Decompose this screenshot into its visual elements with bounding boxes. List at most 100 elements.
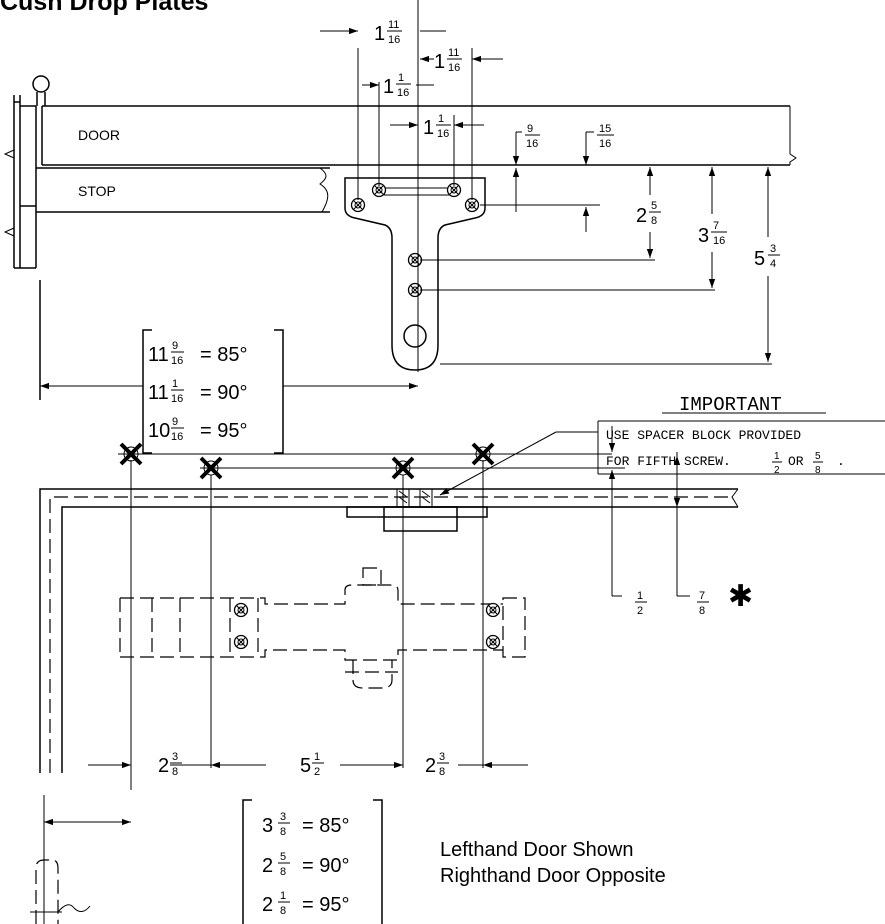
top-dimensions: 1 11 16 1 11 16 1 1 16 1 1 16 — [320, 19, 780, 362]
asterisk-icon: ✱ — [728, 580, 753, 613]
svg-text:1: 1 — [637, 590, 643, 602]
svg-text:2: 2 — [425, 755, 436, 777]
svg-text:= 90°: = 90° — [302, 855, 349, 877]
dim-2-3-8-left: 2 3 8 — [158, 751, 182, 778]
spacer-block — [346, 488, 488, 532]
svg-text:3: 3 — [262, 815, 273, 837]
svg-text:16: 16 — [397, 87, 409, 99]
svg-text:16: 16 — [599, 138, 611, 150]
svg-text:1: 1 — [374, 23, 385, 45]
svg-text:11: 11 — [448, 47, 459, 59]
svg-text:3: 3 — [280, 811, 286, 823]
hand-notes: Lefthand Door Shown Righthand Door Oppos… — [440, 837, 666, 889]
angle-table-top: 11 9 16 = 85° 11 1 16 = 90° 10 9 16 = 95… — [40, 329, 418, 454]
svg-text:1: 1 — [314, 751, 320, 763]
dim-5-3-4: 5 3 4 — [754, 243, 780, 270]
screw-icon — [485, 634, 501, 650]
svg-text:1: 1 — [398, 72, 404, 84]
svg-text:7: 7 — [699, 590, 705, 602]
svg-text:2: 2 — [774, 465, 780, 476]
top-view: DOOR STOP — [3, 0, 797, 454]
screw-icon — [407, 282, 423, 298]
screw-icon — [485, 602, 501, 618]
svg-text:1: 1 — [172, 378, 178, 390]
dim-7-8: 7 8 — [697, 590, 709, 617]
svg-text:8: 8 — [280, 866, 286, 878]
svg-text:16: 16 — [437, 128, 449, 140]
svg-text:8: 8 — [815, 465, 821, 476]
dim-1-11-16-a: 1 11 16 — [374, 19, 402, 46]
svg-text:15: 15 — [599, 123, 611, 135]
frame-header — [39, 488, 739, 773]
svg-text:3: 3 — [172, 751, 178, 763]
svg-text:= 85°: = 85° — [200, 344, 247, 366]
svg-text:16: 16 — [526, 138, 538, 150]
svg-text:16: 16 — [448, 62, 460, 74]
door-closer-body — [119, 567, 526, 689]
svg-text:16: 16 — [171, 393, 183, 405]
svg-text:8: 8 — [280, 826, 286, 838]
hinge-icon — [30, 859, 91, 924]
svg-text:2: 2 — [637, 605, 643, 617]
dim-1-2: 1 2 — [635, 590, 647, 617]
screw-icon — [464, 197, 480, 213]
page-title: Cush Drop Plates — [0, 0, 209, 16]
svg-text:2: 2 — [314, 766, 320, 778]
dim-1-11-16-b: 1 11 16 — [434, 47, 462, 74]
svg-text:3: 3 — [439, 751, 445, 763]
dim-1-1-16-a: 1 1 16 — [383, 72, 411, 99]
bottom-view: 1 2 7 8 ✱ 2 3 8 — [30, 426, 753, 924]
table-bottom-row-3: 2 1 8 = 95° — [262, 890, 349, 917]
table-bottom-row-2: 2 5 8 = 90° — [262, 851, 349, 878]
svg-text:11: 11 — [148, 382, 169, 404]
door-section: DOOR — [41, 105, 797, 166]
svg-text:1: 1 — [383, 76, 394, 98]
stop-label: STOP — [78, 183, 116, 199]
screw-icon — [233, 634, 249, 650]
svg-text:2: 2 — [158, 755, 169, 777]
dim-2-5-8: 2 5 8 — [636, 200, 661, 227]
svg-text:8: 8 — [172, 766, 178, 778]
svg-text:3: 3 — [698, 225, 709, 247]
note-righthand: Righthand Door Opposite — [440, 865, 666, 887]
svg-text:16: 16 — [171, 355, 183, 367]
dim-1-1-16-b: 1 1 16 — [423, 113, 451, 140]
svg-text:3: 3 — [770, 243, 776, 255]
table-top-row-3: 10 9 16 = 95° — [148, 416, 247, 443]
svg-text:11: 11 — [148, 344, 169, 366]
drop-plate — [344, 177, 486, 371]
angle-table-bottom: 3 3 8 = 85° 2 5 8 = 90° 2 1 8 = 95° — [43, 795, 383, 924]
table-top-row-2: 11 1 16 = 90° — [148, 378, 247, 405]
svg-text:7: 7 — [713, 220, 719, 232]
hinge-knob-icon — [32, 75, 50, 106]
important-heading: IMPORTANT — [679, 394, 782, 416]
svg-text:5: 5 — [280, 851, 286, 863]
extension-lines — [357, 0, 772, 372]
svg-text:10: 10 — [148, 420, 170, 442]
svg-text:5: 5 — [754, 248, 765, 270]
svg-text:2: 2 — [262, 855, 273, 877]
svg-text:5: 5 — [300, 755, 311, 777]
svg-text:1: 1 — [280, 890, 286, 902]
svg-text:16: 16 — [713, 235, 725, 247]
svg-text:2: 2 — [262, 894, 273, 916]
svg-text:5: 5 — [651, 200, 657, 212]
svg-text:.: . — [837, 454, 845, 469]
important-line-1: USE SPACER BLOCK PROVIDED — [606, 428, 801, 443]
table-bottom-row-1: 3 3 8 = 85° — [262, 811, 349, 838]
important-line-2: FOR FIFTH SCREW. — [606, 454, 731, 469]
frame-jamb — [3, 95, 41, 400]
stop-section: STOP — [36, 167, 330, 213]
dim-2-3-8-right: 2 3 8 — [425, 751, 449, 778]
svg-text:5: 5 — [815, 451, 821, 462]
side-dimensions: 1 2 7 8 ✱ — [608, 426, 753, 617]
bottom-dimensions: 2 3 8 5 1 2 2 3 8 — [88, 751, 528, 778]
svg-text:OR: OR — [788, 454, 804, 469]
svg-text:8: 8 — [651, 215, 657, 227]
svg-text:= 95°: = 95° — [302, 894, 349, 916]
svg-text:16: 16 — [388, 34, 400, 46]
table-top-row-1: 11 9 16 = 85° — [148, 340, 247, 367]
svg-text:= 85°: = 85° — [302, 815, 349, 837]
svg-text:9: 9 — [172, 340, 178, 352]
svg-text:8: 8 — [699, 605, 705, 617]
